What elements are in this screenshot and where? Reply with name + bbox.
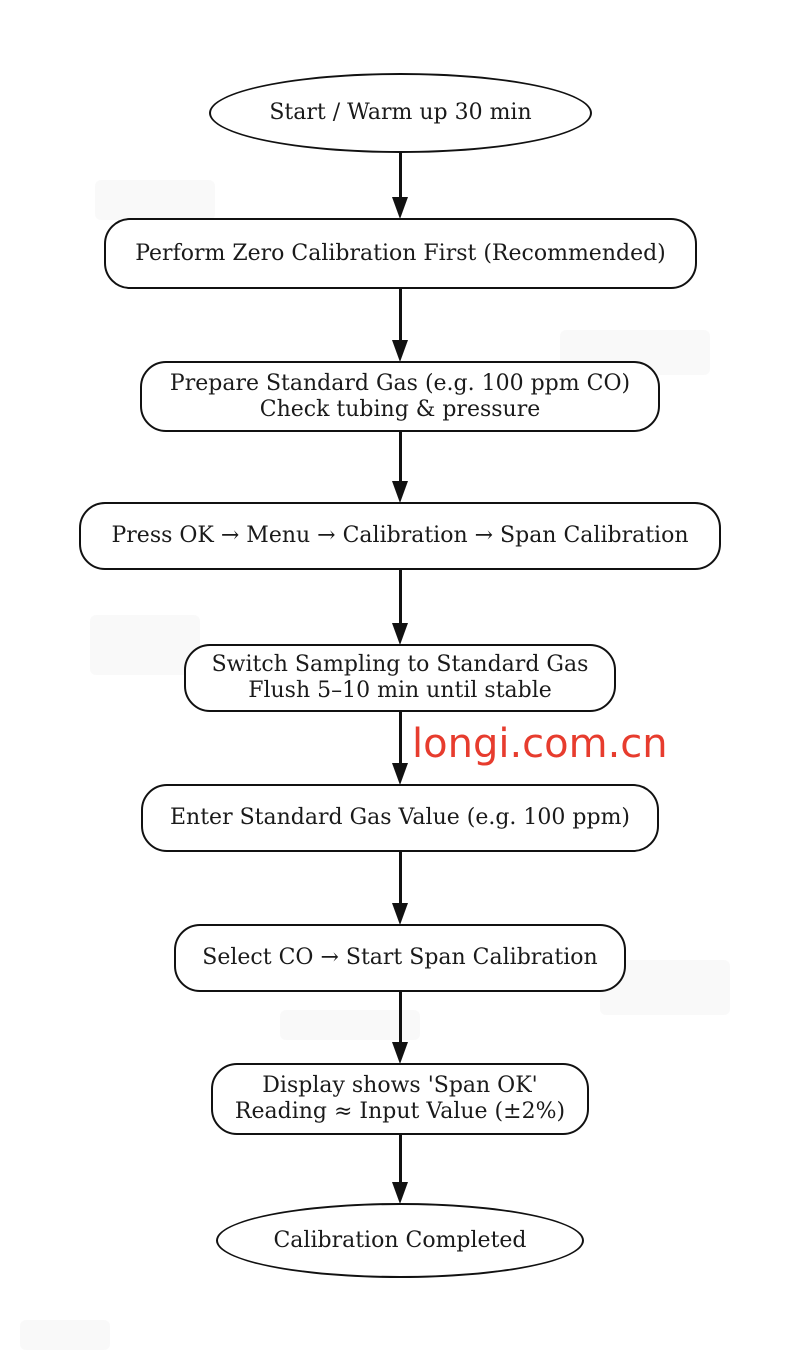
background-artifact xyxy=(20,1320,110,1350)
flow-node-label: Enter Standard Gas Value (e.g. 100 ppm) xyxy=(169,805,631,830)
flow-arrow-down xyxy=(392,432,408,503)
flow-node-label: Switch Sampling to Standard Gas xyxy=(211,652,589,677)
flow-arrow-down xyxy=(392,289,408,362)
flow-arrow-down xyxy=(392,992,408,1064)
flow-node-completed: Calibration Completed xyxy=(216,1203,584,1278)
flow-node-label: Press OK → Menu → Calibration → Span Cal… xyxy=(111,523,689,548)
flow-node-label: Perform Zero Calibration First (Recommen… xyxy=(135,240,666,266)
background-artifact xyxy=(95,180,215,220)
flow-arrow-down xyxy=(392,712,408,785)
flow-arrow-down xyxy=(392,570,408,645)
flow-arrow-down xyxy=(392,852,408,925)
flow-node-enter-gas-value: Enter Standard Gas Value (e.g. 100 ppm) xyxy=(141,784,659,852)
flow-node-label: Prepare Standard Gas (e.g. 100 ppm CO) xyxy=(169,370,631,396)
flow-node-label: Select CO → Start Span Calibration xyxy=(202,945,598,970)
flow-node-label: Start / Warm up 30 min xyxy=(269,100,532,125)
flow-node-label: Reading ≈ Input Value (±2%) xyxy=(234,1099,566,1124)
flow-node-start: Start / Warm up 30 min xyxy=(209,73,592,153)
flow-node-zero-calibration: Perform Zero Calibration First (Recommen… xyxy=(104,218,697,289)
flow-node-select-co-start: Select CO → Start Span Calibration xyxy=(174,924,626,992)
flow-node-switch-sampling: Switch Sampling to Standard Gas Flush 5–… xyxy=(184,644,616,712)
flow-arrow-down xyxy=(392,153,408,219)
flow-node-prepare-standard-gas: Prepare Standard Gas (e.g. 100 ppm CO) C… xyxy=(140,361,660,432)
flow-node-menu-navigation: Press OK → Menu → Calibration → Span Cal… xyxy=(79,502,721,570)
flow-node-label: Flush 5–10 min until stable xyxy=(248,678,552,703)
flow-arrow-down xyxy=(392,1135,408,1204)
flow-node-label: Check tubing & pressure xyxy=(259,396,541,422)
flow-node-label: Calibration Completed xyxy=(273,1227,527,1253)
flow-node-display-span-ok: Display shows 'Span OK' Reading ≈ Input … xyxy=(211,1063,589,1135)
flow-node-label: Display shows 'Span OK' xyxy=(262,1073,538,1098)
watermark-text: longi.com.cn xyxy=(412,721,668,767)
